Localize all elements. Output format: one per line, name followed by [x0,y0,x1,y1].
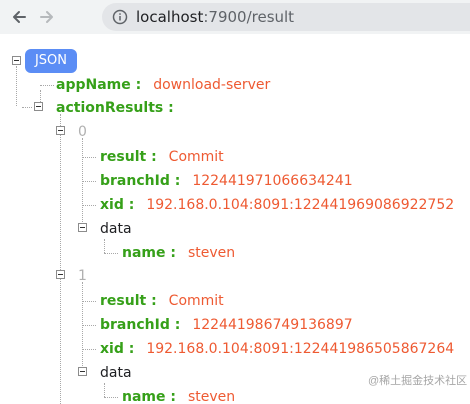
collapse-minus-icon[interactable] [56,270,65,279]
index-label: 0 [78,124,87,140]
value-label: download-server [153,77,271,93]
collapse-minus-icon[interactable] [34,102,43,111]
key-label: xid : [100,197,135,213]
tree-node-result: result : Commit [100,146,224,168]
url-text[interactable]: localhost:7900/result [136,3,294,31]
index-label: 1 [78,268,87,284]
tree-guide-line [60,114,61,404]
tree-guide-line [40,90,41,106]
browser-toolbar: localhost:7900/result [0,0,470,34]
tree-node-name: name : steven [122,242,235,264]
key-label: name : [122,389,176,404]
tree-guide-line [82,138,83,232]
data-label: data [100,221,132,237]
tree-guide-line [104,397,118,398]
value-label: Commit [168,293,224,309]
address-bar[interactable]: localhost:7900/result [102,3,470,31]
tree-guide-line [40,85,54,86]
watermark: @稀土掘金技术社区 [368,375,468,387]
tree-guide-line [16,66,17,106]
collapse-minus-icon[interactable] [78,223,87,232]
tree-node-xid: xid : 192.168.0.104:8091:1224419690869227… [100,194,454,216]
url-host: localhost [136,8,204,26]
tree-node-app-name: appName : download-server [56,74,270,96]
tree-guide-line [82,282,83,376]
key-label: name : [122,245,176,261]
json-root-badge[interactable]: JSON [25,49,77,73]
tree-node-data[interactable]: data [100,362,132,384]
key-label: actionResults : [56,100,174,116]
key-label: result : [100,149,157,165]
back-button[interactable] [6,4,32,30]
key-label: xid : [100,341,135,357]
collapse-minus-icon[interactable] [78,367,87,376]
key-label: branchId : [100,317,181,333]
tree-node-branch-id: branchId : 122441971066634241 [100,170,353,192]
url-path: :7900/result [203,8,295,26]
key-label: branchId : [100,173,181,189]
value-label: 192.168.0.104:8091:122441969086922752 [146,197,455,213]
tree-guide-line [82,157,96,158]
arrow-left-icon [13,11,26,23]
tree-node-xid: xid : 192.168.0.104:8091:1224419865058672… [100,338,454,360]
tree-guide-line [104,253,118,254]
info-circle-icon[interactable] [112,9,128,25]
key-label: result : [100,293,157,309]
tree-node-branch-id: branchId : 122441986749136897 [100,314,353,336]
json-tree-viewer: JSON appName : download-server actionResu… [0,34,470,404]
tree-guide-line [22,107,32,108]
value-label: Commit [168,149,224,165]
value-label: steven [187,389,236,404]
collapse-minus-icon[interactable] [56,126,65,135]
tree-node-action-results[interactable]: actionResults : [56,97,174,119]
value-label: 122441971066634241 [192,173,353,189]
value-label: 122441986749136897 [192,317,353,333]
tree-guide-line [82,205,96,206]
forward-button[interactable] [34,4,60,30]
tree-node-index[interactable]: 1 [78,265,87,287]
arrow-right-icon [40,11,53,23]
value-label: steven [187,245,236,261]
tree-node-data[interactable]: data [100,218,132,240]
collapse-minus-icon[interactable] [12,56,21,65]
tree-node-name: name : steven [122,386,235,404]
tree-node-result: result : Commit [100,290,224,312]
tree-guide-line [82,301,96,302]
key-label: appName : [56,77,142,93]
tree-guide-line [104,383,105,397]
tree-guide-line [104,239,105,253]
tree-guide-line [82,325,96,326]
tree-guide-line [82,181,96,182]
value-label: 192.168.0.104:8091:122441986505867264 [146,341,455,357]
tree-node-index[interactable]: 0 [78,121,87,143]
tree-guide-line [82,349,96,350]
data-label: data [100,365,132,381]
